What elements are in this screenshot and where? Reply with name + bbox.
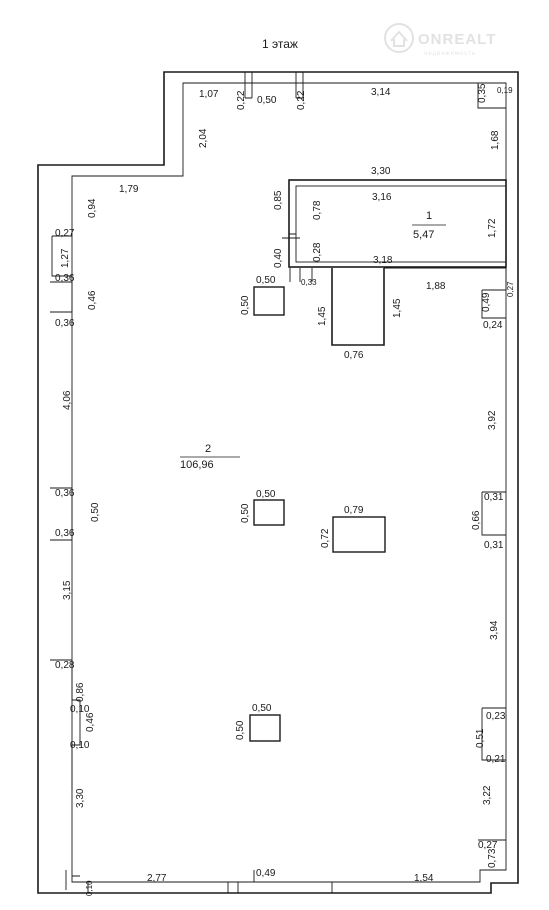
dim-label: 0,50 xyxy=(240,295,251,315)
dim-label: 1,45 xyxy=(392,298,403,318)
dim-label: 1,68 xyxy=(490,130,501,150)
bottom-dimensions: 2,77 0,49 1,54 0,10 xyxy=(85,868,434,896)
room-2-number: 2 xyxy=(205,443,211,455)
dim-label: 3,30 xyxy=(75,788,86,808)
dim-label: 0,50 xyxy=(252,703,272,714)
dim-label: 0,36 xyxy=(55,273,75,284)
dim-label: 2,77 xyxy=(147,873,167,884)
dim-label: 1,45 xyxy=(317,306,328,326)
dim-label: 3,92 xyxy=(487,410,498,430)
central-shaft xyxy=(331,268,385,346)
dim-label: 3,30 xyxy=(371,166,391,177)
inner-wall xyxy=(71,82,507,883)
dim-label: 1,79 xyxy=(119,184,139,195)
column-dimensions: 0,50 0,50 0,50 0,50 0,79 0,72 0,50 0,50 xyxy=(235,275,364,740)
dim-label: 0,73 xyxy=(487,848,498,868)
dim-label: 0,76 xyxy=(344,350,364,361)
dim-label: 0,21 xyxy=(486,754,506,765)
column-3 xyxy=(332,516,386,553)
dim-label: 0,19 xyxy=(497,86,513,95)
dim-label: 0,35 xyxy=(477,83,488,103)
right-dimensions: 1,88 0,49 0,27 0,24 3,92 0,31 0,66 0,31 … xyxy=(426,281,515,868)
column-2 xyxy=(253,499,285,526)
dim-label: 0,36 xyxy=(55,528,75,539)
dim-label: 1,27 xyxy=(60,248,71,268)
dim-label: 3,15 xyxy=(62,580,73,600)
dim-label: 0,36 xyxy=(55,488,75,499)
shaft-partitions xyxy=(289,268,313,282)
dim-label: 1,07 xyxy=(199,89,219,100)
left-dimensions: 1,79 0,94 0,27 1,27 0,36 0,46 0,36 4,06 … xyxy=(55,184,139,808)
column-1 xyxy=(253,286,285,316)
dim-label: 0,49 xyxy=(256,868,276,879)
dim-label: 0,40 xyxy=(273,248,284,268)
dim-label: 0,27 xyxy=(55,228,75,239)
dim-label: 1,54 xyxy=(414,873,434,884)
dim-label: 3,14 xyxy=(371,87,391,98)
house-logo-icon xyxy=(384,23,414,53)
right-wall-details xyxy=(478,289,506,841)
dim-label: 0,31 xyxy=(484,540,504,551)
room-1-bottom-wall xyxy=(384,267,507,290)
dim-label: 0,51 xyxy=(475,728,486,748)
dim-label: 0,46 xyxy=(87,290,98,310)
dim-label: 0,85 xyxy=(273,190,284,210)
floor-title: 1 этаж xyxy=(262,37,298,51)
dim-label: 0,24 xyxy=(483,320,503,331)
dim-label: 3,94 xyxy=(489,620,500,640)
top-wall-details xyxy=(244,72,506,109)
dim-label: 2,04 xyxy=(198,128,209,148)
dim-label: 0,66 xyxy=(471,510,482,530)
dim-label: 0,72 xyxy=(320,528,331,548)
dim-label: 0,50 xyxy=(240,503,251,523)
dim-label: 0,28 xyxy=(312,242,323,262)
room-1-number: 1 xyxy=(426,210,432,222)
center-dimensions: 1,45 1,45 0,76 xyxy=(317,298,403,361)
dim-label: 0,22 xyxy=(296,90,307,110)
dim-label: 0,86 xyxy=(75,682,86,702)
dim-label: 0,94 xyxy=(87,198,98,218)
dim-label: 0,46 xyxy=(85,712,96,732)
room-1-door xyxy=(282,233,300,239)
dim-label: 0,50 xyxy=(257,95,277,106)
dim-label: 3,22 xyxy=(482,785,493,805)
room-2-area: 106,96 xyxy=(180,459,214,471)
dim-label: 0,10 xyxy=(70,704,90,715)
dim-label: 1,72 xyxy=(487,218,498,238)
room-1-dimensions: 3,30 3,16 3,18 1,72 0,85 0,78 0,40 0,28 … xyxy=(273,166,498,287)
dim-label: 0,31 xyxy=(484,492,504,503)
dim-label: 0,33 xyxy=(301,278,317,287)
dim-label: 0,22 xyxy=(236,90,247,110)
bottom-wall-details xyxy=(87,870,333,893)
dim-label: 0,23 xyxy=(486,711,506,722)
room-1-inner xyxy=(295,185,507,263)
dim-label: 0,27 xyxy=(506,281,515,297)
dim-label: 0,50 xyxy=(256,275,276,286)
dim-label: 3,18 xyxy=(373,255,393,266)
dim-label: 0,50 xyxy=(90,502,101,522)
dim-label: 0,36 xyxy=(55,318,75,329)
dim-label: 3,16 xyxy=(372,192,392,203)
room-1-area: 5,47 xyxy=(413,229,434,241)
dim-label: 0,50 xyxy=(256,489,276,500)
dim-label: 0,10 xyxy=(85,880,94,896)
dim-label: 0,27 xyxy=(478,840,498,851)
dim-label: 0,49 xyxy=(481,292,492,312)
outer-wall xyxy=(37,71,519,894)
left-wall-details xyxy=(50,235,81,890)
dim-label: 0,78 xyxy=(312,200,323,220)
top-dimensions: 1,07 0,22 0,50 0,22 3,14 0,35 0,19 1,68 … xyxy=(198,83,513,150)
watermark: ONREALT недвижимость xyxy=(384,23,496,57)
dim-label: 1,88 xyxy=(426,281,446,292)
column-4 xyxy=(249,714,281,742)
watermark-subtitle: недвижимость xyxy=(424,51,476,57)
dim-label: 0,28 xyxy=(55,660,75,671)
dim-label: 4,06 xyxy=(62,390,73,410)
watermark-brand: ONREALT xyxy=(418,31,496,48)
dim-label: 0,10 xyxy=(70,740,90,751)
dim-label: 0,79 xyxy=(344,505,364,516)
dim-label: 0,50 xyxy=(235,720,246,740)
